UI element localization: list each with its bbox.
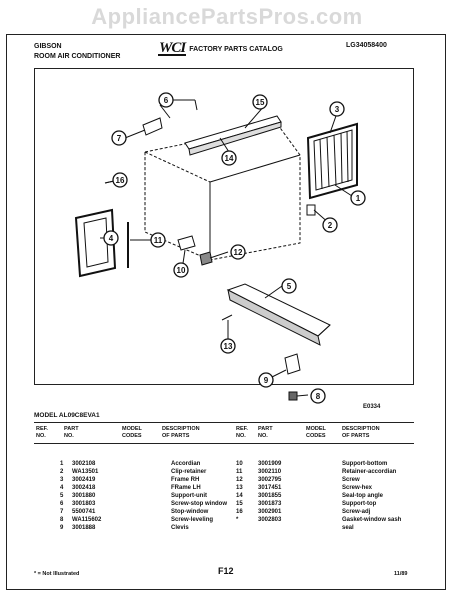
page-number: F12 (218, 566, 234, 576)
col-header-ref-left: REF.NO. (36, 426, 48, 439)
callout-6-circle (158, 92, 174, 108)
callout-10-circle (173, 262, 189, 278)
callout-2-circle (322, 217, 338, 233)
table-row: 1 3002108 Accordian (60, 460, 200, 468)
product-name: ROOM AIR CONDITIONER (34, 53, 121, 60)
callout-4: 4 (109, 234, 114, 243)
watermark: AppliancePartsPros.com (91, 4, 363, 29)
callout-15-circle (252, 94, 268, 110)
callout-13-circle (220, 338, 236, 354)
callout-9-circle (258, 372, 274, 388)
callout-4-circle (103, 230, 119, 246)
diagram-ref-code: E0334 (363, 404, 381, 410)
callout-3: 3 (335, 105, 340, 114)
header-catalog-block: WCI FACTORY PARTS CATALOG (158, 40, 283, 56)
callout-9: 9 (264, 376, 269, 385)
callout-5-circle (281, 278, 297, 294)
not-illustrated-note: * = Not Illustrated (34, 571, 80, 577)
part-no: 3002108 (72, 461, 96, 467)
table-row-continuation: seal (342, 525, 354, 531)
callout-16: 16 (116, 176, 125, 185)
callout-10: 10 (177, 266, 186, 275)
callout-11-circle (150, 232, 166, 248)
brand-name: GIBSON (34, 43, 62, 50)
callout-3-circle (329, 101, 345, 117)
callout-1-circle (350, 190, 366, 206)
header-brand-block: GIBSON ROOM AIR CONDITIONER (34, 42, 120, 62)
callout-7-circle (111, 130, 127, 146)
col-header-ref-right: REF.NO. (236, 426, 248, 439)
catalog-title: FACTORY PARTS CATALOG (189, 45, 283, 53)
callout-13: 13 (224, 342, 233, 351)
callout-16-circle (112, 172, 128, 188)
callout-8: 8 (316, 392, 321, 401)
wci-logo: WCI (158, 40, 186, 56)
callout-1: 1 (356, 194, 361, 203)
callout-15: 15 (256, 98, 265, 107)
catalog-page-frame (6, 34, 446, 590)
table-top-rule (34, 422, 414, 423)
model-number: MODEL AL09C8EVA1 (34, 412, 100, 419)
callout-12-circle (230, 244, 246, 260)
top-support-rail (184, 115, 282, 156)
callout-14-circle (221, 150, 237, 166)
callout-5: 5 (287, 282, 292, 291)
callout-2: 2 (328, 221, 333, 230)
part-desc: Accordian (171, 461, 201, 467)
exploded-diagram-box (34, 68, 414, 385)
callout-7: 7 (117, 134, 122, 143)
callout-14: 14 (225, 154, 234, 163)
catalog-date: 11/89 (394, 571, 408, 577)
catalog-number: LG34058400 (346, 42, 387, 49)
right-frame-accordion (306, 122, 358, 200)
callout-8-circle (310, 388, 326, 404)
left-frame (74, 208, 117, 278)
callout-11: 11 (154, 236, 163, 245)
ref-no: 1 (60, 461, 64, 467)
support-unit-bracket (226, 283, 331, 346)
callout-12: 12 (234, 248, 243, 257)
callout-6: 6 (164, 96, 169, 105)
table-header-rule (34, 443, 414, 444)
